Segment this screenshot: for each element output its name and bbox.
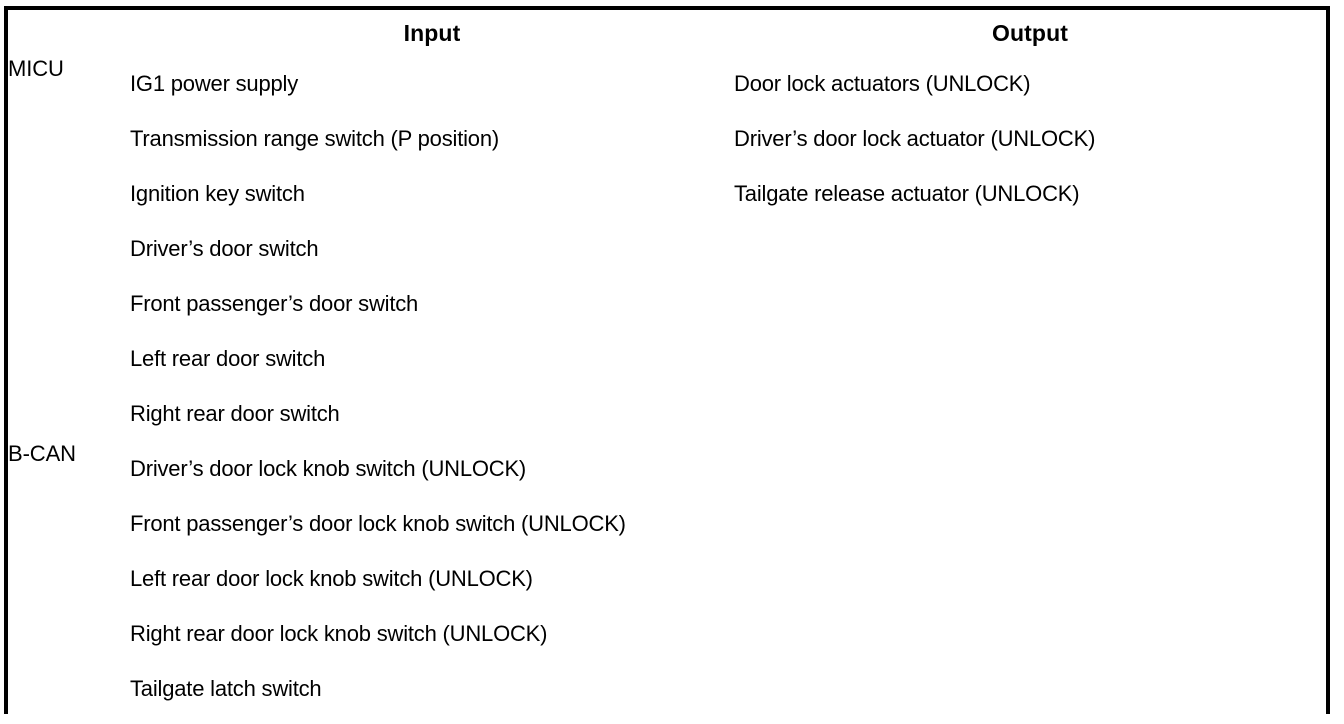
table: Input Output MICU IG1 power supply Trans… [8,10,1326,716]
list-item: IG1 power supply [130,71,298,96]
list-item: Driver’s door switch [130,236,319,261]
list-item: Driver’s door lock knob switch (UNLOCK) [130,456,527,481]
table-body: MICU IG1 power supply Transmission range… [8,56,1326,716]
header-output: Output [734,10,1326,56]
cell-inputs-bcan: Driver’s door lock knob switch (UNLOCK) … [130,441,734,716]
cell-inputs-micu: IG1 power supply Transmission range swit… [130,56,734,441]
table-row-bcan: B-CAN Driver’s door lock knob switch (UN… [8,441,1326,716]
list-item: Ignition key switch [130,181,305,206]
list-item: Front passenger’s door lock knob switch … [130,511,626,536]
list-item: Right rear door lock knob switch (UNLOCK… [130,621,548,646]
header-row: Input Output [8,10,1326,56]
cell-system-micu: MICU [8,56,130,441]
header-input: Input [130,10,734,56]
list-item: Transmission range switch (P position) [130,126,499,151]
header-system-blank [8,10,130,56]
list-item: Tailgate release actuator (UNLOCK) [734,181,1080,206]
list-item: Right rear door switch [130,401,340,426]
list-item: Left rear door switch [130,346,326,371]
list-item: Driver’s door lock actuator (UNLOCK) [734,126,1096,151]
table-header: Input Output [8,10,1326,56]
list-item: Door lock actuators (UNLOCK) [734,71,1031,96]
cell-outputs-bcan [734,441,1326,716]
input-output-table: Input Output MICU IG1 power supply Trans… [4,6,1330,716]
list-item: Front passenger’s door switch [130,291,419,316]
cell-system-bcan: B-CAN [8,441,130,716]
list-item: Left rear door lock knob switch (UNLOCK) [130,566,533,591]
list-item: Tailgate latch switch [130,676,322,701]
table-row-micu: MICU IG1 power supply Transmission range… [8,56,1326,441]
cell-outputs-micu: Door lock actuators (UNLOCK) Driver’s do… [734,56,1326,441]
